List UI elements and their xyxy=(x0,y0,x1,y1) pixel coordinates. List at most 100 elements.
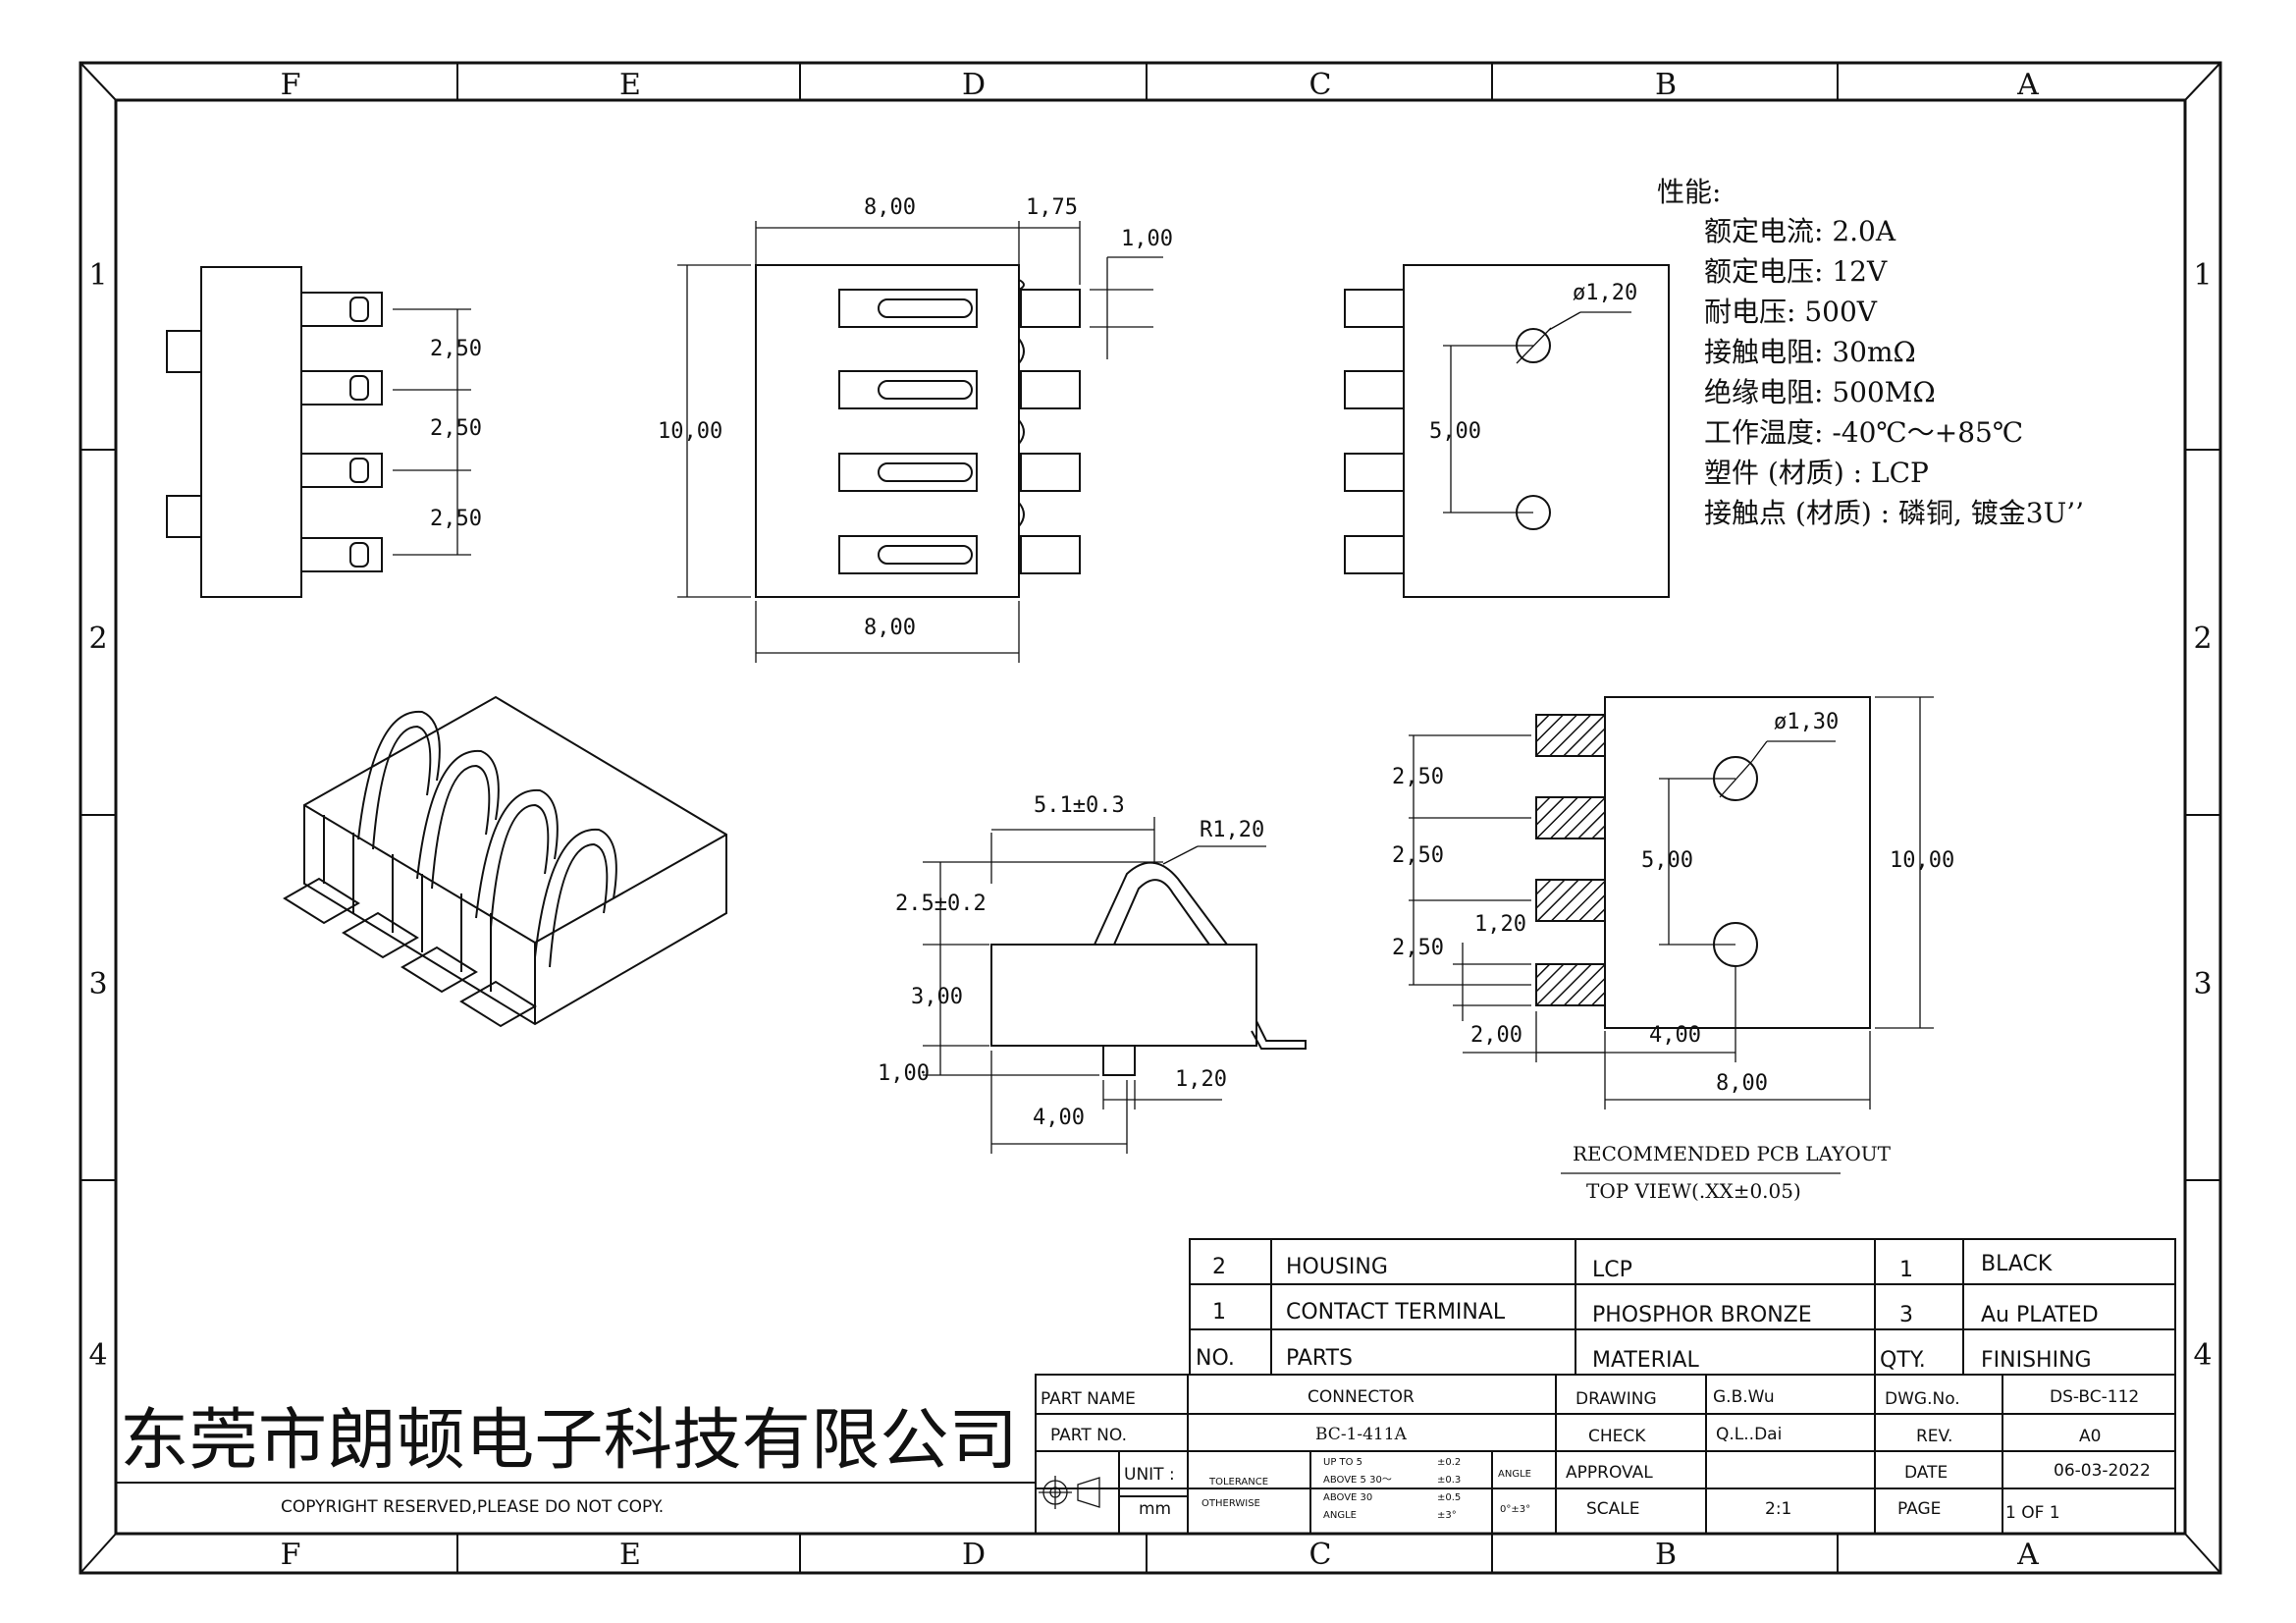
bom-header-finishing: FINISHING xyxy=(1981,1348,2092,1373)
unit-label: UNIT : xyxy=(1124,1465,1175,1485)
row-label-right: 2 xyxy=(2193,622,2212,656)
part-name: CONNECTOR xyxy=(1308,1387,1415,1407)
bottom-view: ø1,20 5,00 xyxy=(1344,264,1670,598)
top-view: 8,00 1,75 1,00 10,00 8,00 xyxy=(658,195,1173,663)
tol-range: ANGLE xyxy=(1323,1510,1357,1521)
dim-pcb-height: 10,00 xyxy=(1890,848,1954,873)
dwg-label: DWG.No. xyxy=(1885,1389,1960,1409)
row-label-left: 3 xyxy=(88,967,107,1001)
dwg-no: DS-BC-112 xyxy=(2050,1387,2139,1407)
dim-top-height: 10,00 xyxy=(658,419,722,444)
projection-symbol-icon xyxy=(1039,1476,1100,1509)
scale-value: 2:1 xyxy=(1765,1499,1791,1519)
col-label-top: F xyxy=(281,68,301,102)
row-label-right: 3 xyxy=(2193,967,2212,1001)
dim-pcb-hole-offset: 4,00 xyxy=(1649,1023,1701,1048)
title-block: 东莞市朗顿电子科技有限公司 COPYRIGHT RESERVED,PLEASE … xyxy=(116,1374,2176,1535)
check-by: Q.L..Dai xyxy=(1716,1425,1782,1444)
col-label-top: E xyxy=(619,68,641,102)
dim-profile-contact: 2.5±0.2 xyxy=(895,892,987,916)
spec-line: 额定电流: 2.0A xyxy=(1704,215,1896,247)
pcb-layout-view: ø1,30 2,50 2,50 2,50 1,20 2,00 5,00 4,00… xyxy=(1392,696,1954,1203)
rev-value: A0 xyxy=(2079,1427,2101,1446)
dim-pcb-pad-length: 2,00 xyxy=(1470,1023,1522,1048)
rev-label: REV. xyxy=(1916,1427,1952,1446)
specs-heading: 性能: xyxy=(1657,176,1721,208)
bom-qty: 3 xyxy=(1899,1303,1913,1327)
col-label-bottom: C xyxy=(1309,1538,1332,1572)
dim-side-pitch-2: 2,50 xyxy=(430,416,482,441)
isometric-view xyxy=(283,695,727,1028)
specs-block: 性能: 额定电流: 2.0A 额定电压: 12V 耐电压: 500V 接触电阻:… xyxy=(1657,176,2084,529)
row-label-left: 1 xyxy=(88,258,107,293)
bom-header-no: NO. xyxy=(1196,1346,1235,1371)
page-label: PAGE xyxy=(1897,1499,1941,1519)
pcb-caption-title: RECOMMENDED PCB LAYOUT xyxy=(1573,1142,1892,1165)
bom-header-qty: QTY. xyxy=(1880,1348,1926,1373)
approval-label: APPROVAL xyxy=(1566,1463,1653,1483)
scale-label: SCALE xyxy=(1586,1499,1640,1519)
dim-profile-peg-width: 1,20 xyxy=(1175,1067,1227,1092)
tol-value: ±0.2 xyxy=(1437,1457,1461,1468)
bom-header-material: MATERIAL xyxy=(1592,1348,1699,1373)
company-name: 东莞市朗顿电子科技有限公司 xyxy=(120,1402,1018,1480)
dim-pcb-hole-spacing: 5,00 xyxy=(1641,848,1693,873)
angle-value: 0°±3° xyxy=(1500,1504,1530,1515)
bom-qty: 1 xyxy=(1899,1258,1913,1282)
dim-top-width-bottom: 8,00 xyxy=(864,616,916,640)
bom-part: CONTACT TERMINAL xyxy=(1286,1300,1506,1325)
spec-line: 工作温度: -40℃～+85℃ xyxy=(1704,416,2023,449)
drawing-label: DRAWING xyxy=(1575,1389,1657,1409)
spec-line: 接触点 (材质) : 磷铜, 镀金3U’’ xyxy=(1704,497,2084,529)
tolerance-label: TOLERANCE xyxy=(1208,1477,1268,1488)
dim-side-pitch-3: 2,50 xyxy=(430,507,482,531)
pcb-caption-subtitle: TOP VIEW(.XX±0.05) xyxy=(1586,1179,1801,1203)
dim-pcb-pitch-3: 2,50 xyxy=(1392,936,1444,960)
dim-pcb-pitch-2: 2,50 xyxy=(1392,843,1444,868)
spec-line: 接触电阻: 30mΩ xyxy=(1704,336,1916,368)
dim-pcb-pitch-1: 2,50 xyxy=(1392,765,1444,789)
col-label-bottom: D xyxy=(962,1538,986,1572)
otherwise-label: OTHERWISE xyxy=(1201,1498,1260,1509)
row-label-left: 2 xyxy=(88,622,107,656)
dim-side-pitch-1: 2,50 xyxy=(430,337,482,361)
bom-finishing: BLACK xyxy=(1981,1252,2053,1276)
profile-view: 5.1±0.3 R1,20 2.5±0.2 3,00 1,00 4,00 1,2… xyxy=(878,793,1307,1154)
dim-profile-offset: 4,00 xyxy=(1033,1106,1085,1130)
date-label: DATE xyxy=(1904,1463,1948,1483)
drawing-by: G.B.Wu xyxy=(1713,1387,1775,1407)
col-label-top: C xyxy=(1309,68,1332,102)
tol-value: ±0.5 xyxy=(1437,1492,1461,1503)
dim-top-width: 8,00 xyxy=(864,195,916,220)
col-label-top: D xyxy=(962,68,986,102)
dim-profile-top: 5.1±0.3 xyxy=(1034,793,1125,818)
dim-bottom-hole: ø1,20 xyxy=(1573,281,1637,305)
bom-part: HOUSING xyxy=(1286,1255,1388,1279)
part-no-label: PART NO. xyxy=(1050,1426,1127,1445)
tol-range: ABOVE 30 xyxy=(1323,1492,1372,1503)
dim-pcb-hole: ø1,30 xyxy=(1774,710,1839,734)
unit-value: mm xyxy=(1139,1499,1171,1519)
bom-header-part: PARTS xyxy=(1286,1346,1353,1371)
row-label-right: 4 xyxy=(2193,1338,2212,1373)
col-label-top: B xyxy=(1655,68,1677,102)
col-label-bottom: B xyxy=(1655,1538,1677,1572)
spec-line: 耐电压: 500V xyxy=(1704,296,1878,328)
bom-material: PHOSPHOR BRONZE xyxy=(1592,1303,1812,1327)
side-view: 2,50 2,50 2,50 xyxy=(166,266,482,598)
part-name-label: PART NAME xyxy=(1041,1389,1136,1409)
tol-value: ±0.3 xyxy=(1437,1475,1461,1486)
col-label-top: A xyxy=(2016,68,2039,102)
bom-no: 2 xyxy=(1212,1255,1226,1279)
row-label-right: 1 xyxy=(2193,258,2212,293)
dim-profile-body: 3,00 xyxy=(911,985,963,1009)
col-label-bottom: E xyxy=(619,1538,641,1572)
check-label: CHECK xyxy=(1588,1427,1646,1446)
dim-top-tab: 1,75 xyxy=(1026,195,1078,220)
bom-material: LCP xyxy=(1592,1258,1632,1282)
angle-label: ANGLE xyxy=(1498,1469,1531,1480)
dim-pcb-width: 8,00 xyxy=(1716,1071,1768,1096)
bom-finishing: Au PLATED xyxy=(1981,1303,2099,1327)
dim-pcb-pad-width: 1,20 xyxy=(1474,912,1526,937)
